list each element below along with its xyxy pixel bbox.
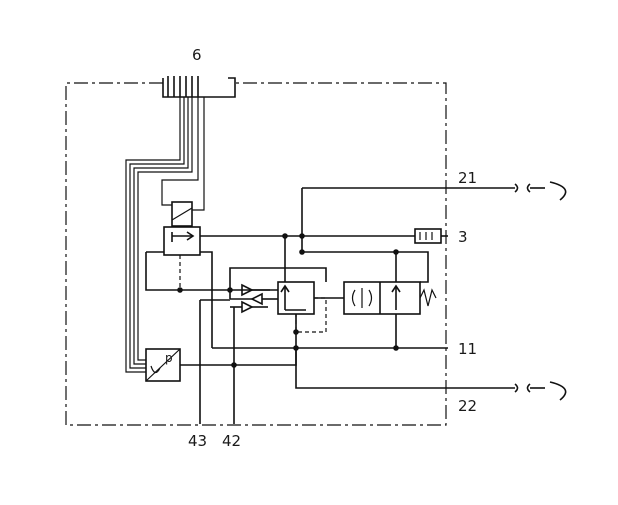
label-port-3: 3 — [458, 228, 468, 246]
label-port-21: 21 — [458, 169, 477, 187]
line-port-22 — [295, 348, 448, 389]
solenoid-winding — [171, 207, 193, 221]
label-port-42: 42 — [222, 432, 241, 450]
amplifier-elements — [230, 283, 278, 314]
connector-6 — [162, 76, 236, 98]
junction-dots — [177, 233, 399, 368]
enclosure-boundary — [65, 82, 447, 426]
main-valve — [277, 281, 327, 333]
external-connector-21 — [448, 181, 567, 201]
label-port-22: 22 — [458, 397, 477, 415]
line-actuator-top — [302, 251, 429, 283]
label-port-11: 11 — [458, 340, 477, 358]
silencer-3 — [414, 228, 448, 244]
wiring-harness — [125, 97, 205, 373]
line-transducer-out — [180, 314, 297, 366]
external-connector-22 — [448, 381, 567, 401]
transducer-label: p — [165, 351, 173, 365]
pilot-side-line — [200, 251, 213, 290]
label-connector-6: 6 — [192, 46, 202, 64]
line-feedback-top — [229, 267, 327, 299]
label-port-43: 43 — [188, 432, 207, 450]
pilot-return-line — [145, 252, 270, 291]
pressure-transducer: p — [145, 348, 181, 382]
actuator-block — [343, 281, 437, 315]
pilot-valve — [163, 226, 285, 290]
